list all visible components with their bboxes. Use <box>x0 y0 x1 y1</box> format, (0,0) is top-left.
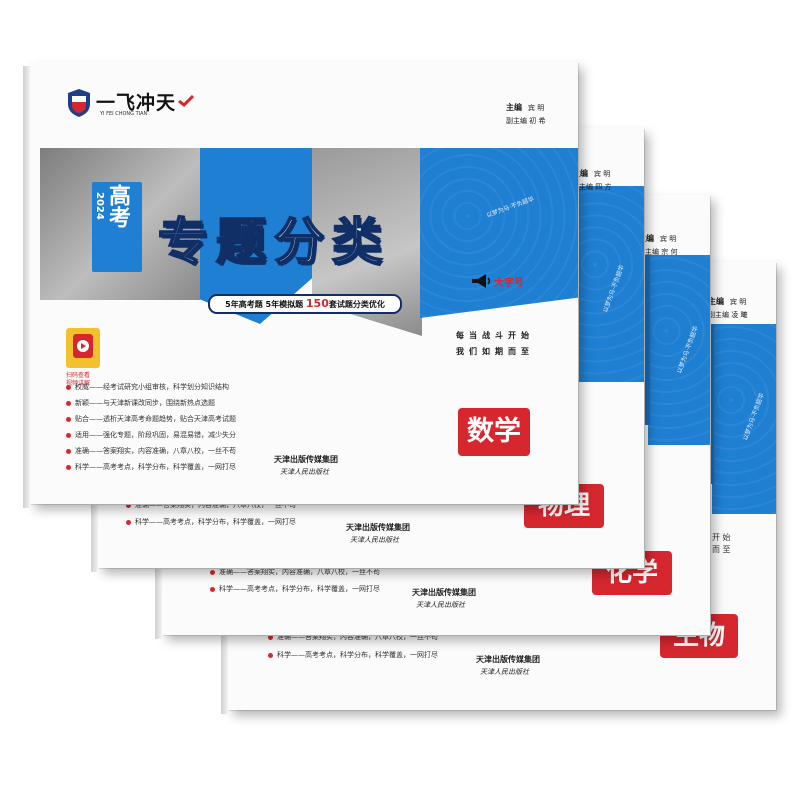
badge-part: 5年高考题 <box>225 300 263 309</box>
book-title: 专题分类 <box>157 212 390 272</box>
editor-line: 主编宾 明 <box>638 234 677 243</box>
subject-tag: 数学 <box>458 408 530 456</box>
cover-blue-band <box>712 324 776 514</box>
year-label: 2024 <box>94 192 105 220</box>
cover-blue-band <box>648 255 710 445</box>
feature-line: 准确——答案翔实，内容准确，八章八校，一丝不苟 <box>268 632 438 642</box>
deputy-line: 副主编 凌 曦 <box>708 311 748 319</box>
cover-blue-band <box>574 186 644 382</box>
publisher-name: 天津人民出版社 <box>416 601 465 609</box>
feature-line: 准确——答案翔实，内容准确，八章八校，一丝不苟 <box>126 500 296 510</box>
megaphone-icon <box>470 272 492 290</box>
publisher-group: 天津出版传媒集团 <box>346 522 410 532</box>
editor-line: 主编宾 明 <box>572 169 611 178</box>
publisher-group: 天津出版传媒集团 <box>476 654 540 664</box>
feature-line: 科学——高考考点，科学分布，科学覆盖，一网打尽 <box>126 517 296 527</box>
subtitle-badge: 5年高考题 5年模拟题 150套试题分类优化 <box>208 294 402 314</box>
editor-line: 主编宾 明 <box>506 103 545 112</box>
publisher-name: 天津人民出版社 <box>480 668 529 676</box>
motto-tail: 开 始 <box>712 533 731 542</box>
publisher-group: 天津出版传媒集团 <box>412 587 476 597</box>
deputy-line: 副主编 初 希 <box>506 117 546 125</box>
qr-caption: 扫码查看 <box>66 372 91 379</box>
feature-line: 科学——高考考点，科学分布，科学覆盖，一网打尽 <box>268 650 438 660</box>
brand-name: 一飞冲天 <box>96 92 177 114</box>
feature-line: 权威——经考试研究小组审核，科学划分知识结构 <box>66 382 229 392</box>
book-math: 一飞冲天 YI FEI CHONG TIAN 主编宾 明 副主编 初 希 高考 … <box>23 62 578 508</box>
badge-part: 套试题分类优化 <box>328 300 385 309</box>
brand-logo <box>66 88 92 118</box>
deputy-line: 副主编 宗 何 <box>638 248 678 256</box>
publisher-group: 天津出版传媒集团 <box>274 454 338 464</box>
badge-part: 150 <box>305 297 329 310</box>
qr-box[interactable] <box>66 328 100 368</box>
big-font-label: 大字号 <box>494 278 524 289</box>
publisher-name: 天津人民出版社 <box>350 536 399 544</box>
exam-label: 高考 <box>105 184 130 228</box>
cover-blue-band-right <box>420 148 578 318</box>
publisher-name: 天津人民出版社 <box>280 468 329 476</box>
motto-line: 我们如期而至 <box>456 347 534 356</box>
brand-pinyin: YI FEI CHONG TIAN <box>100 111 148 117</box>
feature-line: 准确——答案翔实，内容准确，八章八校，一丝不苟 <box>210 567 380 577</box>
qr-caption: 视频讲解 <box>66 380 91 387</box>
motto-tail: 而 至 <box>712 545 731 554</box>
brand-check-icon <box>178 92 195 108</box>
video-play-icon <box>73 334 93 358</box>
deputy-line: 副主编 四 方 <box>572 183 612 191</box>
feature-line: 科学——高考考点，科学分布，科学覆盖，一网打尽 <box>66 462 236 472</box>
shield-icon <box>68 89 90 117</box>
exam-badge <box>92 182 142 272</box>
editor-line: 主编宾 明 <box>708 297 747 306</box>
motto-line: 每当战斗开始 <box>456 331 534 340</box>
badge-part: 5年模拟题 <box>265 300 304 309</box>
feature-line: 科学——高考考点，科学分布，科学覆盖，一网打尽 <box>210 584 380 594</box>
feature-line: 新颖——与天津新课改同步，围绕新热点选题 <box>66 398 215 408</box>
feature-line: 准确——答案翔实，内容准确，八章八校，一丝不苟 <box>66 446 236 456</box>
feature-line: 贴合——透析天津高考命题趋势，贴合天津高考试题 <box>66 414 236 424</box>
feature-line: 适用——强化专题，阶段巩固，易混易错，减少失分 <box>66 430 236 440</box>
